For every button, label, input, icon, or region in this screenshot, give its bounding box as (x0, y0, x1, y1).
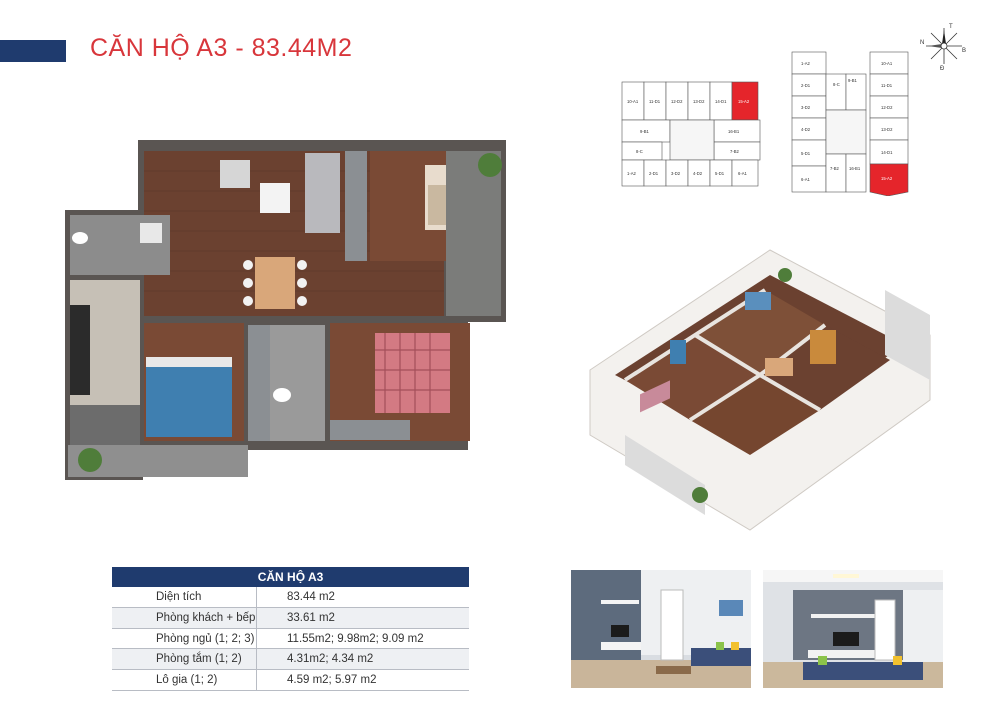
loggia-right (446, 151, 501, 316)
svg-text:6-A1: 6-A1 (738, 171, 748, 176)
svg-text:4-D2: 4-D2 (801, 127, 811, 132)
sink-icon (140, 223, 162, 243)
building-keyplan-horizontal: 10-A1 11-D1 12-D2 13-D2 14-D1 15-A2 9-B1… (621, 81, 761, 187)
compass-label-t: T (949, 24, 953, 30)
area-label: Phòng tắm (1; 2) (112, 649, 257, 670)
svg-text:3-D2: 3-D2 (671, 171, 681, 176)
svg-text:7-B2: 7-B2 (830, 166, 840, 171)
table-row: Phòng khách + bếp 33.61 m2 (112, 607, 469, 629)
compass-label-b: B (962, 48, 966, 54)
svg-text:14-D1: 14-D1 (881, 150, 893, 155)
plant-icon-2 (78, 448, 102, 472)
svg-text:1-A2: 1-A2 (627, 171, 637, 176)
svg-text:10-A1: 10-A1 (627, 99, 639, 104)
highlighted-unit (731, 81, 759, 121)
kitchen-counter-icon (70, 305, 90, 395)
sofa-icon (691, 648, 751, 666)
tv-icon (833, 632, 859, 646)
svg-text:2-D1: 2-D1 (801, 83, 811, 88)
svg-text:5-D1: 5-D1 (801, 151, 811, 156)
svg-text:13-D2: 13-D2 (693, 99, 705, 104)
interior-photo-living-room-1 (571, 570, 751, 688)
table-row: Phòng tắm (1; 2) 4.31m2; 4.34 m2 (112, 649, 469, 671)
table-row: Diện tích 83.44 m2 (112, 587, 469, 608)
svg-text:15-A2: 15-A2 (881, 176, 893, 181)
compass-label-n: N (920, 40, 924, 46)
compass-icon: T N B Đ (920, 24, 966, 72)
svg-text:8-C: 8-C (636, 149, 643, 154)
svg-text:11-D1: 11-D1 (649, 99, 661, 104)
area-label: Phòng ngủ (1; 2; 3) (112, 628, 257, 649)
area-value: 33.61 m2 (287, 611, 335, 624)
area-value: 11.55m2; 9.98m2; 9.09 m2 (287, 632, 424, 645)
area-value: 4.31m2; 4.34 m2 (287, 653, 374, 666)
plaid-bed-icon (375, 333, 450, 413)
wardrobe-icon (248, 325, 270, 441)
floor-plan-illustration (65, 140, 506, 480)
dining-table-icon (255, 257, 295, 309)
area-label: Lô gia (1; 2) (112, 670, 257, 690)
sofa-icon (305, 153, 340, 233)
toilet-icon (72, 232, 88, 244)
svg-text:9-B1: 9-B1 (848, 78, 858, 83)
svg-text:3-D2: 3-D2 (801, 105, 811, 110)
svg-text:11-D1: 11-D1 (881, 83, 893, 88)
area-label: Diện tích (112, 587, 257, 607)
svg-text:10-A1: 10-A1 (881, 61, 893, 66)
header-accent-bar (0, 40, 66, 62)
svg-text:7-B2: 7-B2 (730, 149, 740, 154)
3d-apartment-render (589, 249, 931, 531)
keyplan-top-labels: 10-A1 11-D1 12-D2 13-D2 14-D1 15-A2 (627, 99, 750, 104)
compass-label-d: Đ (940, 66, 945, 72)
svg-text:9-B1: 9-B1 (640, 129, 650, 134)
area-table-heading: CĂN HỘ A3 (112, 567, 469, 587)
tv-cabinet-icon (345, 151, 367, 261)
svg-text:5-D1: 5-D1 (715, 171, 725, 176)
building-keyplan-vertical: 1-A2 2-D1 3-D2 4-D2 5-D1 6-A1 9-B1 8-C 7… (791, 51, 909, 196)
svg-text:15-A2: 15-A2 (738, 99, 750, 104)
tv-icon (611, 625, 629, 637)
bathroom-2-floor (270, 325, 325, 441)
svg-text:14-D1: 14-D1 (715, 99, 727, 104)
armchair-icon (220, 160, 250, 188)
table-row: Phòng ngủ (1; 2; 3) 11.55m2; 9.98m2; 9.0… (112, 628, 469, 650)
area-label: Phòng khách + bếp (112, 607, 257, 628)
coffee-table-icon (260, 183, 290, 213)
double-bed-icon (146, 365, 232, 437)
svg-text:2-D1: 2-D1 (649, 171, 659, 176)
interior-photo-living-room-2 (763, 570, 943, 688)
svg-text:12-D2: 12-D2 (881, 105, 893, 110)
keyplan-bottom-labels: 1-A2 2-D1 3-D2 4-D2 5-D1 6-A1 (627, 171, 748, 176)
highlighted-unit (869, 163, 909, 196)
svg-text:13-D2: 13-D2 (881, 127, 893, 132)
svg-text:16-B1: 16-B1 (728, 129, 740, 134)
sofa-icon (803, 662, 923, 680)
area-table: CĂN HỘ A3 Diện tích 83.44 m2 Phòng khách… (112, 567, 469, 691)
page-title: CĂN HỘ A3 - 83.44M2 (90, 34, 353, 62)
svg-text:4-D2: 4-D2 (693, 171, 703, 176)
painting-icon (719, 600, 743, 616)
area-value: 4.59 m2; 5.97 m2 (287, 674, 377, 687)
table-row: Lô gia (1; 2) 4.59 m2; 5.97 m2 (112, 670, 469, 691)
svg-text:1-A2: 1-A2 (801, 61, 811, 66)
svg-text:12-D2: 12-D2 (671, 99, 683, 104)
svg-text:8-C: 8-C (833, 82, 840, 87)
svg-text:6-A1: 6-A1 (801, 177, 811, 182)
svg-text:16-B1: 16-B1 (849, 166, 861, 171)
keyplan-mid-labels: 9-B1 16-B1 8-C 7-B2 (636, 129, 740, 154)
area-value: 83.44 m2 (287, 591, 335, 603)
plant-icon (478, 153, 502, 177)
